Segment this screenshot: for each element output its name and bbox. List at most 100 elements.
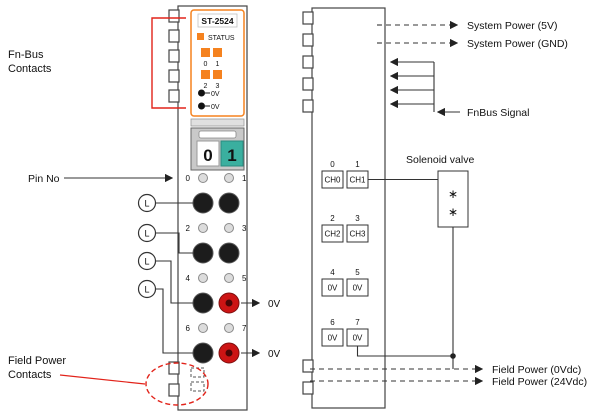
module-tooth	[168, 383, 180, 397]
field-power-contact	[190, 381, 205, 392]
schematic-pin: 3	[355, 214, 360, 223]
schematic-tooth	[302, 11, 314, 25]
fnbus-contacts-label-line2: Contacts	[8, 63, 52, 75]
load-wire	[155, 260, 194, 304]
small-contact	[198, 273, 208, 283]
small-contact	[224, 173, 234, 183]
digit-cell-active	[220, 140, 244, 167]
schematic-tooth	[302, 55, 314, 69]
terminal-black	[192, 342, 214, 364]
channel-box	[321, 328, 344, 347]
pin-number: 5	[242, 274, 247, 283]
pin-number: 4	[186, 274, 191, 283]
fnbus-contacts-label-line1: Fn-Bus	[8, 49, 44, 61]
schematic-pin: 0	[330, 160, 335, 169]
channel-box	[321, 224, 344, 243]
field-power-0v-label: Field Power (0Vdc)	[492, 364, 581, 376]
module-tooth	[168, 29, 180, 43]
channel-box	[346, 224, 369, 243]
load-label: L	[144, 257, 149, 267]
terminal-ov-label: 0V	[268, 299, 281, 310]
schematic-pin: 1	[355, 160, 360, 169]
field-power-24v-label: Field Power (24Vdc)	[492, 376, 587, 388]
channel-box-label: CH3	[349, 230, 366, 239]
load-wire	[155, 232, 194, 254]
schematic-pin: 7	[355, 318, 360, 327]
small-contact	[224, 323, 234, 333]
terminal-black	[192, 192, 214, 214]
status-label: STATUS	[208, 35, 235, 42]
channel-box	[321, 170, 344, 189]
module-tooth	[168, 361, 180, 375]
module-title: ST-2524	[201, 16, 233, 26]
channel-box-label: CH0	[324, 176, 341, 185]
fnbus-contacts-bracket	[151, 17, 186, 109]
terminal-black	[192, 292, 214, 314]
channel-box	[321, 278, 344, 297]
pin-number: 0	[186, 174, 191, 183]
schematic-tooth	[302, 77, 314, 91]
junction-dot	[450, 353, 456, 359]
pin-number: 7	[242, 324, 247, 333]
field-power-contacts-label-line1: Field Power	[8, 355, 66, 367]
display-digit: 1	[227, 146, 236, 165]
channel-box-label: CH2	[324, 230, 341, 239]
schematic-tooth	[302, 359, 314, 373]
solenoid-valve-box	[437, 170, 469, 228]
fnbus-signal-label: FnBus Signal	[467, 107, 529, 119]
led-label: 0	[204, 61, 208, 68]
field-power-contacts-label-line2: Contacts	[8, 369, 52, 381]
channel-box-label: 0V	[353, 334, 363, 343]
channel-led	[213, 48, 222, 57]
terminal-red-center	[225, 299, 233, 307]
system-power-gnd-label: System Power (GND)	[467, 38, 568, 50]
module-tooth	[168, 69, 180, 83]
load-label: L	[144, 285, 149, 295]
module-front-view: ST-2524 STATUS 0 1 2 3 0V 0V 0 1 0 1 2 3	[145, 5, 281, 411]
channel-led	[201, 48, 210, 57]
schematic-tooth	[302, 33, 314, 47]
display-slot	[198, 130, 237, 139]
channel-box-label: 0V	[353, 284, 363, 293]
small-contact	[198, 173, 208, 183]
digit-cell	[196, 140, 220, 167]
channel-box-label: 0V	[328, 284, 338, 293]
pin-number: 1	[242, 174, 247, 183]
ov-dot	[198, 102, 205, 110]
panel-ov-label: 0V	[211, 91, 220, 98]
small-contact	[198, 323, 208, 333]
schematic-pin: 4	[330, 268, 335, 277]
channel-box	[346, 278, 369, 297]
panel-ov-label: 0V	[211, 104, 220, 111]
schematic-module-outline	[311, 7, 386, 409]
channel-led	[201, 70, 210, 79]
channel-box-label: CH1	[349, 176, 366, 185]
terminal-black	[218, 242, 240, 264]
led-label: 2	[204, 83, 208, 90]
module-tooth	[168, 9, 180, 23]
small-contact	[198, 223, 208, 233]
ov-dot	[198, 89, 205, 97]
solenoid-symbol: ∗	[448, 187, 458, 201]
schematic-pin: 5	[355, 268, 360, 277]
field-power-leader-line	[59, 374, 146, 385]
terminal-red-center	[225, 349, 233, 357]
solenoid-valve-label: Solenoid valve	[406, 154, 474, 166]
status-led-square	[197, 33, 204, 40]
terminal-ov-label: 0V	[268, 349, 281, 360]
schematic-tooth	[302, 99, 314, 113]
terminal-black	[218, 192, 240, 214]
schematic-tooth	[302, 381, 314, 395]
small-contact	[224, 273, 234, 283]
module-title-plate	[197, 13, 238, 28]
ov-return-wire	[356, 346, 453, 357]
small-contact	[224, 223, 234, 233]
field-power-highlight-ellipse	[145, 362, 209, 406]
latch-bar	[190, 118, 245, 127]
module-tooth	[168, 89, 180, 103]
schematic-pin: 6	[330, 318, 335, 327]
wiring-schematic: System Power (5V) System Power (GND) FnB…	[302, 7, 587, 409]
system-power-5v-label: System Power (5V)	[467, 20, 557, 32]
